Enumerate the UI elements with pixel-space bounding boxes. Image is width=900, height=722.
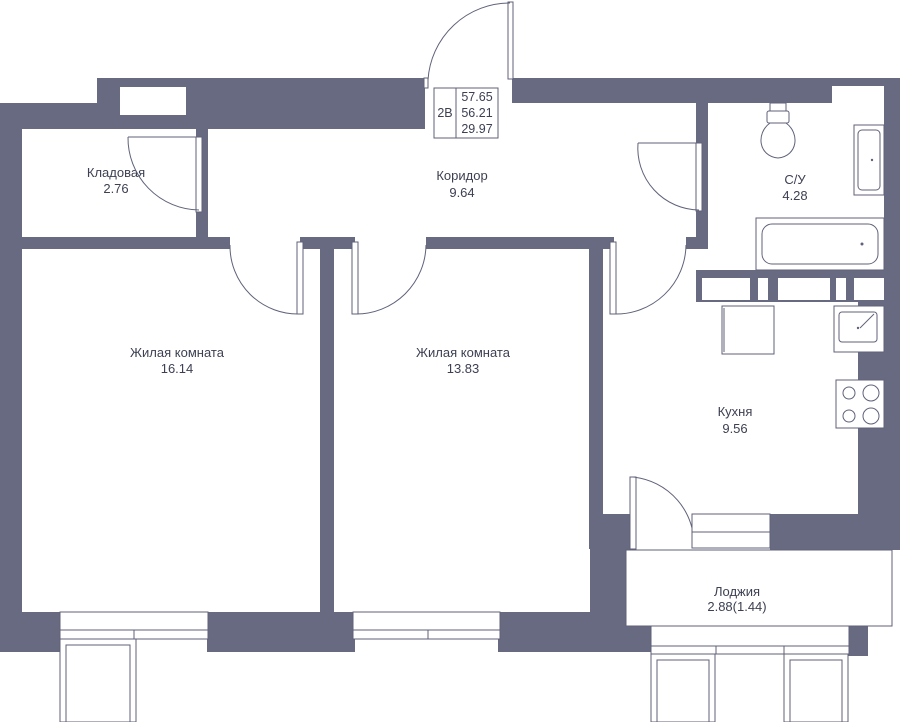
kitchen-sink-icon — [838, 311, 878, 343]
apartment-info: 2В 57.65 56.21 29.97 — [433, 87, 499, 139]
toilet-icon — [760, 102, 796, 159]
room-living-2: Жилая комната 13.83 — [416, 345, 511, 376]
room-kitchen: Кухня 9.56 — [718, 404, 753, 436]
area-total: 57.65 — [461, 90, 492, 104]
room-name: Коридор — [436, 168, 487, 183]
room-name: Лоджия — [714, 584, 760, 599]
room-area: 4.28 — [782, 188, 807, 203]
sink-icon — [853, 124, 885, 196]
room-corridor: Коридор 9.64 — [436, 168, 487, 200]
window-openings — [120, 86, 884, 300]
room-name: Жилая комната — [130, 345, 225, 360]
room-area: 13.83 — [447, 361, 480, 376]
room-loggia: Лоджия 2.88(1.44) — [707, 584, 766, 614]
room-bathroom: С/У 4.28 — [782, 172, 807, 203]
room-storage: Кладовая 2.76 — [87, 165, 145, 196]
room-area: 16.14 — [161, 361, 194, 376]
stove-icon — [835, 379, 885, 429]
room-area: 2.88(1.44) — [707, 599, 766, 614]
area-living: 29.97 — [461, 122, 492, 136]
window-icon — [59, 513, 893, 722]
kitchen-cabinet-icon — [721, 305, 885, 355]
room-area: 9.64 — [449, 185, 474, 200]
room-name: Жилая комната — [416, 345, 511, 360]
room-living-1: Жилая комната 16.14 — [130, 345, 225, 376]
room-name: С/У — [784, 172, 806, 187]
door-swing-icon — [127, 1, 703, 550]
room-area: 9.56 — [722, 421, 747, 436]
room-name: Кухня — [718, 404, 753, 419]
room-area: 2.76 — [103, 181, 128, 196]
bathtub-icon — [755, 217, 885, 271]
area-living-total: 56.21 — [461, 106, 492, 120]
apartment-type: 2В — [437, 106, 452, 120]
room-name: Кладовая — [87, 165, 145, 180]
